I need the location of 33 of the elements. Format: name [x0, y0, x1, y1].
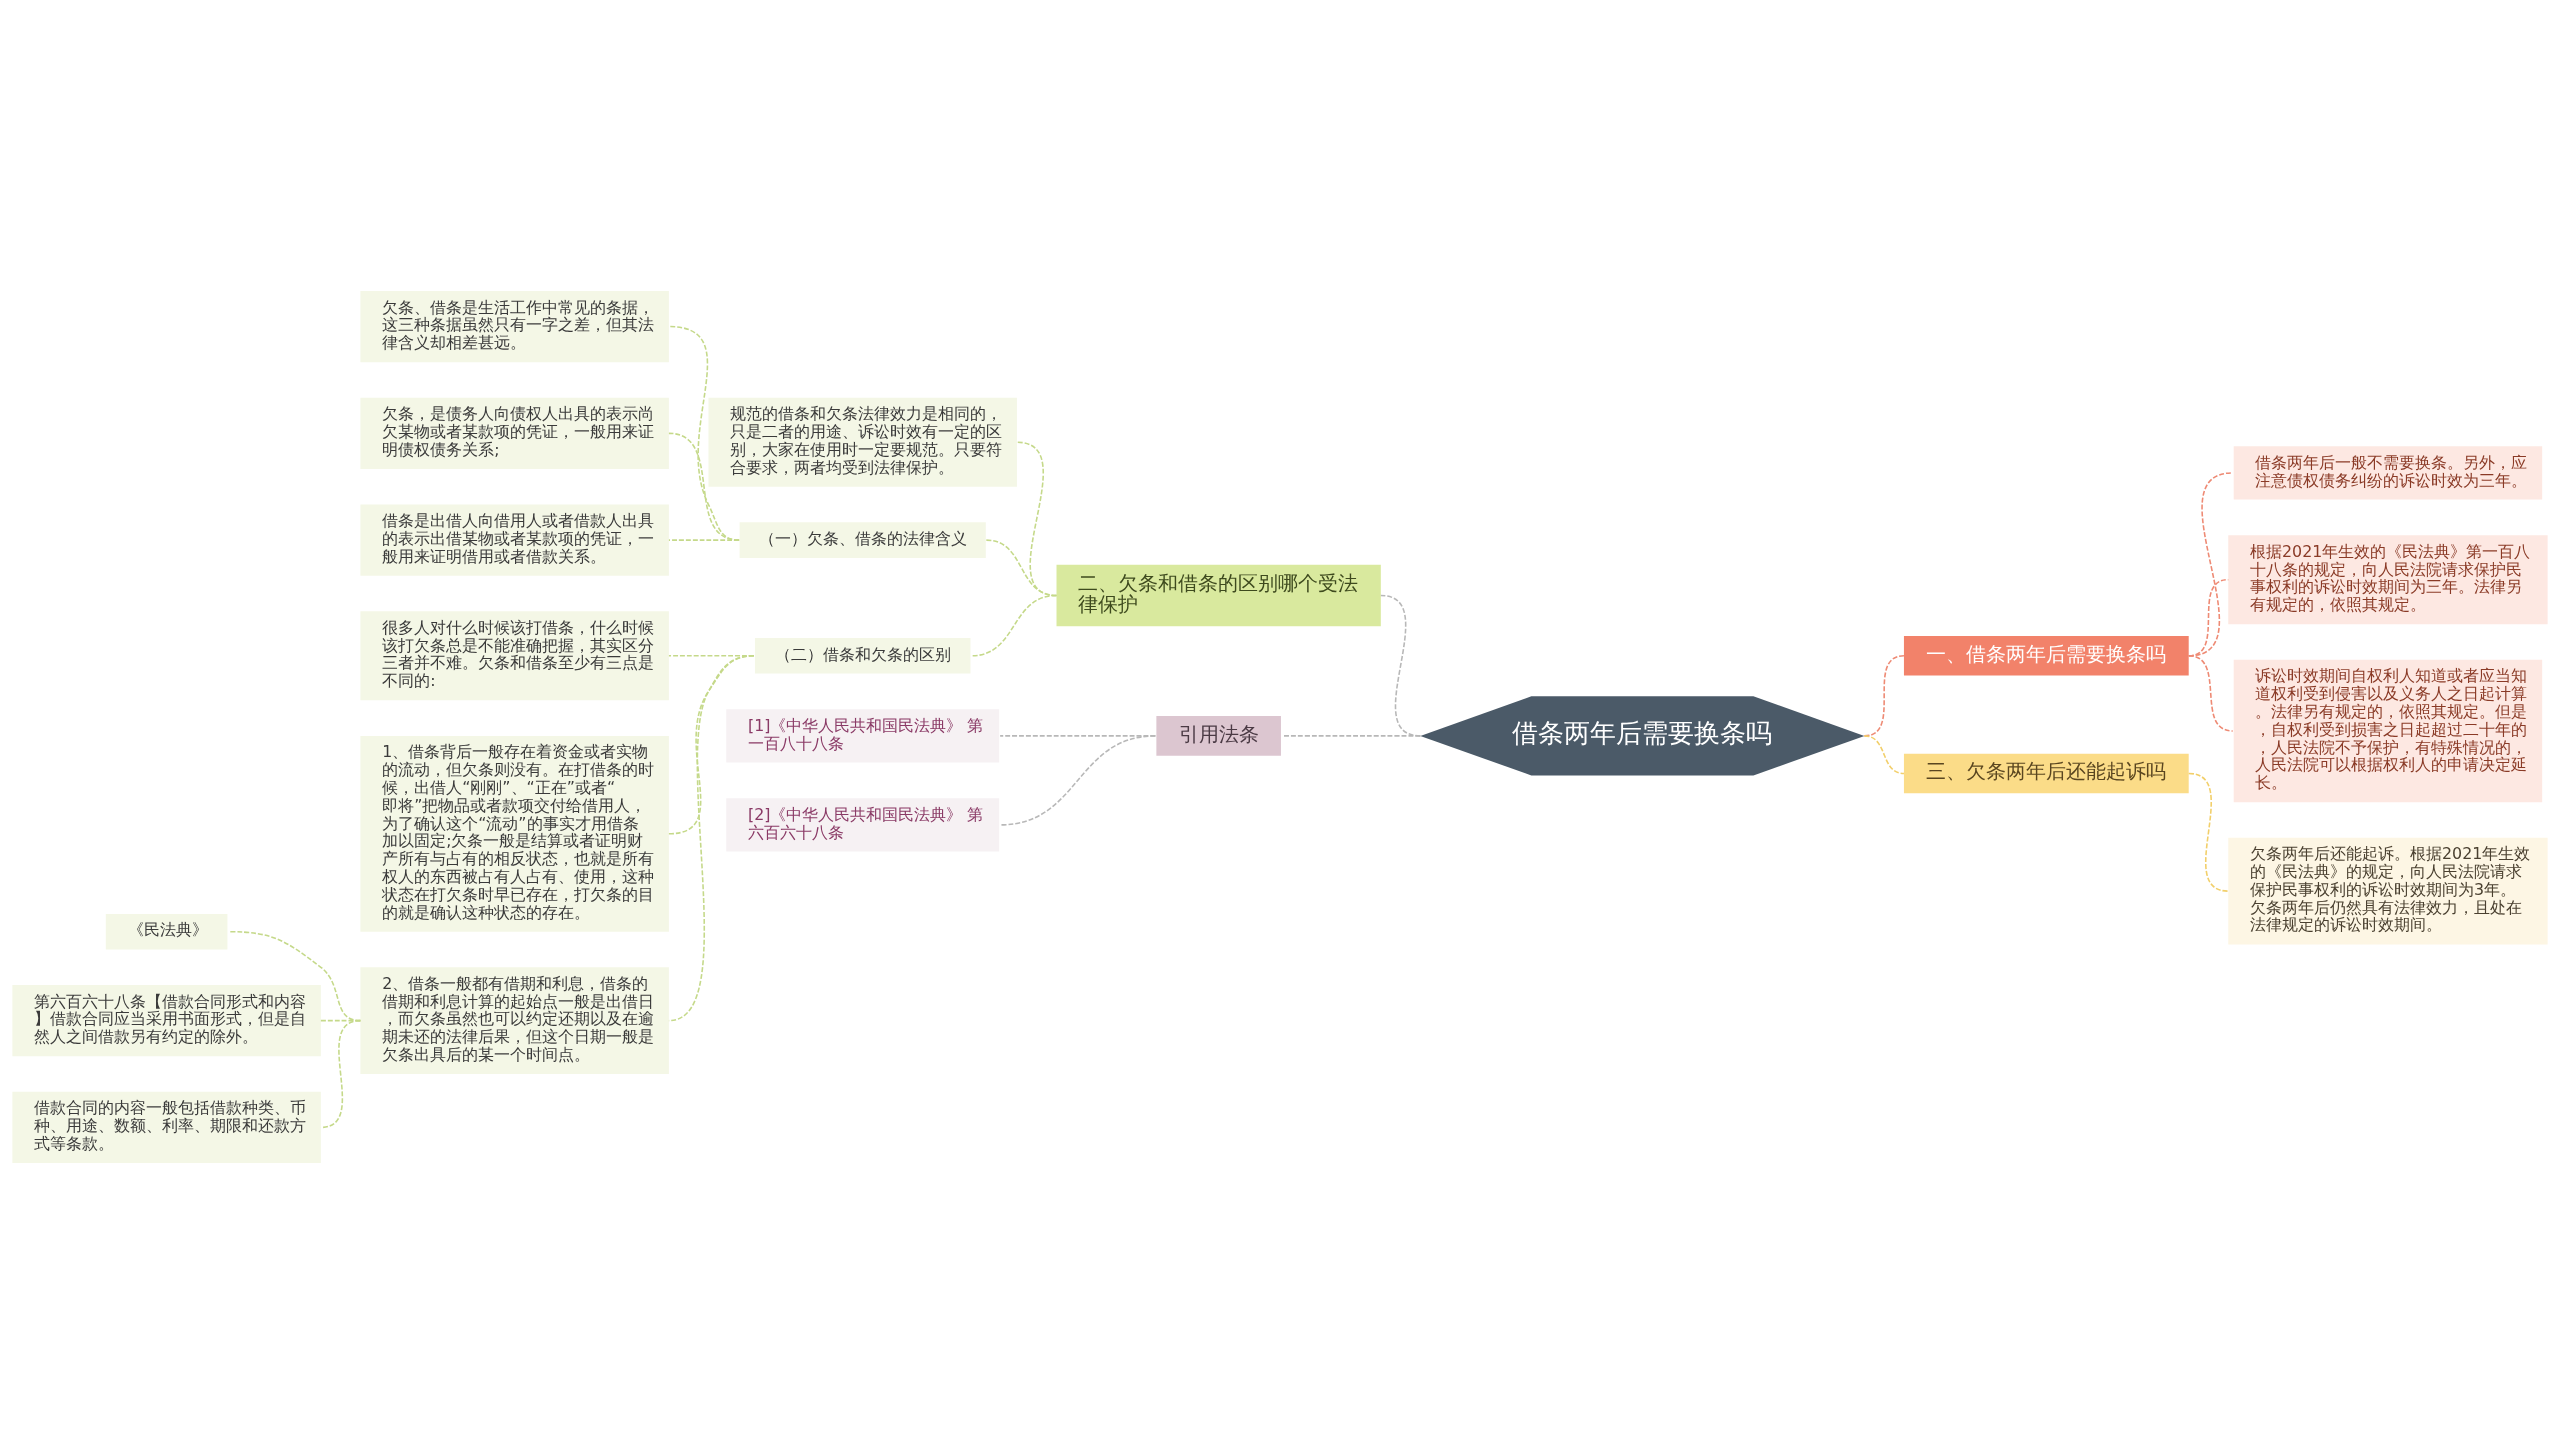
node-box: 借条是出借人向借用人或者借款人出具的表示出借某物或者某款项的凭证，一般用来证明借用或者借款关系。	[360, 504, 669, 576]
node-box: [1]《中华人民共和国民法典》 第一百八十八条	[726, 708, 1000, 763]
node-box: 规范的借条和欠条法律效力是相同的，只是二者的用途、诉讼时效有一定的区别，大家在使用时一定要规范。只要符合要求，两者均受到法律保护。	[708, 397, 1017, 487]
node-box: 一、借条两年后需要换条吗	[1903, 635, 2189, 676]
connector	[970, 594, 1058, 657]
connector	[668, 538, 740, 541]
node-box: 欠条两年后还能起诉。根据2021年生效的《民法典》的规定，向人民法院请求保护民事权利的诉讼时效期间为3年。欠条两年后仍然具有法律效力，且处在法律规定的诉讼时效期间。	[2228, 837, 2548, 945]
node-box: 欠条，是债务人向债权人出具的表示尚欠某物或者某款项的凭证，一般用来证明债权债务关系;	[360, 397, 669, 469]
node-box: 1、借条背后一般存在着资金或者实物的流动，但欠条则没有。在打借条的时候，出借人“刚刚”、“正在”或者“即将”把物品或者款项交付给借用人，为了确认这个“流动”的事实才用借条加以固定;欠条一般是结算或者证明财产所有与占有的相反状态，也就是所有权人的东西被占有人占有、使用，这种状态在打欠条时早已存在，打欠条的目的就是确认这种状态的存在。	[360, 735, 669, 932]
node-box: 二、欠条和借条的区别哪个受法律保护	[1056, 564, 1381, 626]
node-box: 三、欠条两年后还能起诉吗	[1903, 753, 2189, 793]
node-box: 借款合同的内容一般包括借款种类、币种、用途、数额、利率、期限和还款方式等条款。	[12, 1091, 321, 1163]
connector	[1863, 734, 1905, 774]
node-box: 欠条、借条是生活工作中常见的条据，这三种条据虽然只有一字之差，但其法律含义却相差甚远。	[360, 290, 669, 362]
connector	[320, 1019, 362, 1128]
node-box: （一）欠条、借条的法律含义	[739, 521, 986, 558]
connector	[2187, 772, 2230, 892]
connector	[668, 654, 755, 1021]
node-box: 2、借条一般都有借期和利息，借条的借期和利息计算的起始点一般是出借日，而欠条虽然也可以约定还期以及在逾期未还的法律后果，但这个日期一般是欠条出具后的某一个时间点。	[360, 966, 669, 1074]
node-box: 《民法典》	[105, 913, 228, 949]
node-box: [2]《中华人民共和国民法典》 第六百六十八条	[726, 797, 1000, 852]
connector	[2187, 654, 2234, 732]
connector	[1281, 734, 1422, 737]
node-box: 根据2021年生效的《民法典》第一百八十八条的规定，向人民法院请求保护民事权利的诉讼时效期间为三年。法律另有规定的，依照其规定。	[2228, 534, 2548, 624]
connector	[999, 734, 1157, 826]
node-box: 诉讼时效期间自权利人知道或者应当知道权利受到侵害以及义务人之日起计算。法律另有规定的，依照其规定。但是，自权利受到损害之日起超过二十年的，人民法院不予保护，有特殊情况的，人民法院可以根据权利人的申请决定延长。	[2233, 659, 2543, 802]
node-box: （二）借条和欠条的区别	[754, 637, 971, 674]
node-box: 引用法条	[1156, 715, 1281, 756]
connector	[668, 325, 740, 541]
node-box: 第六百六十八条【借款合同形式和内容】借款合同应当采用书面形式，但是自然人之间借款另有约定的除外。	[12, 984, 321, 1056]
connector	[668, 432, 740, 541]
node-box: 借条两年后一般不需要换条。另外，应注意债权债务纠纷的诉讼时效为三年。	[2233, 445, 2543, 500]
node-box: 很多人对什么时候该打借条，什么时候该打欠条总是不能准确把握，其实区分三者并不难。欠条和借条至少有三点是不同的:	[360, 610, 669, 700]
